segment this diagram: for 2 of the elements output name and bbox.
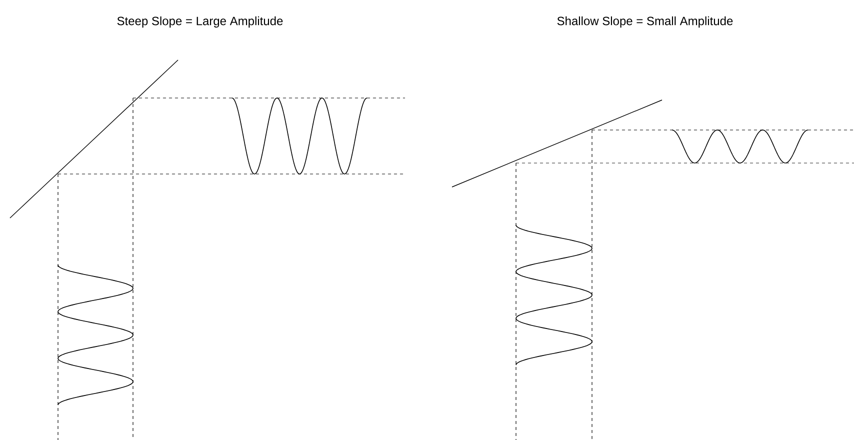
panel-heading: Shallow Slope = Small Amplitude [557,16,733,28]
panel-heading: Steep Slope = Large Amplitude [117,16,283,28]
